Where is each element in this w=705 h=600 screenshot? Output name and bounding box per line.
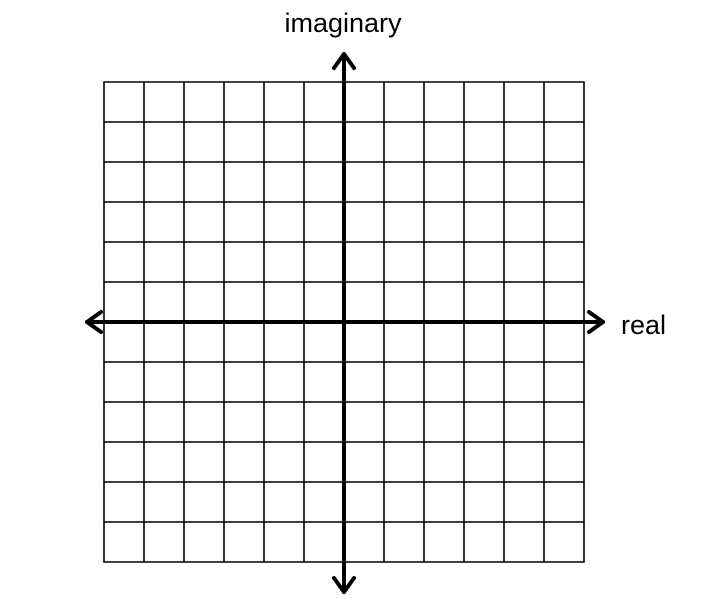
arrow-up-icon (332, 52, 356, 70)
real-axis-label: real (621, 310, 666, 340)
arrow-left-icon (85, 310, 103, 334)
arrow-down-icon (332, 576, 356, 594)
imaginary-axis-label: imaginary (284, 8, 402, 38)
arrow-right-icon (587, 310, 605, 334)
axes (85, 52, 605, 594)
